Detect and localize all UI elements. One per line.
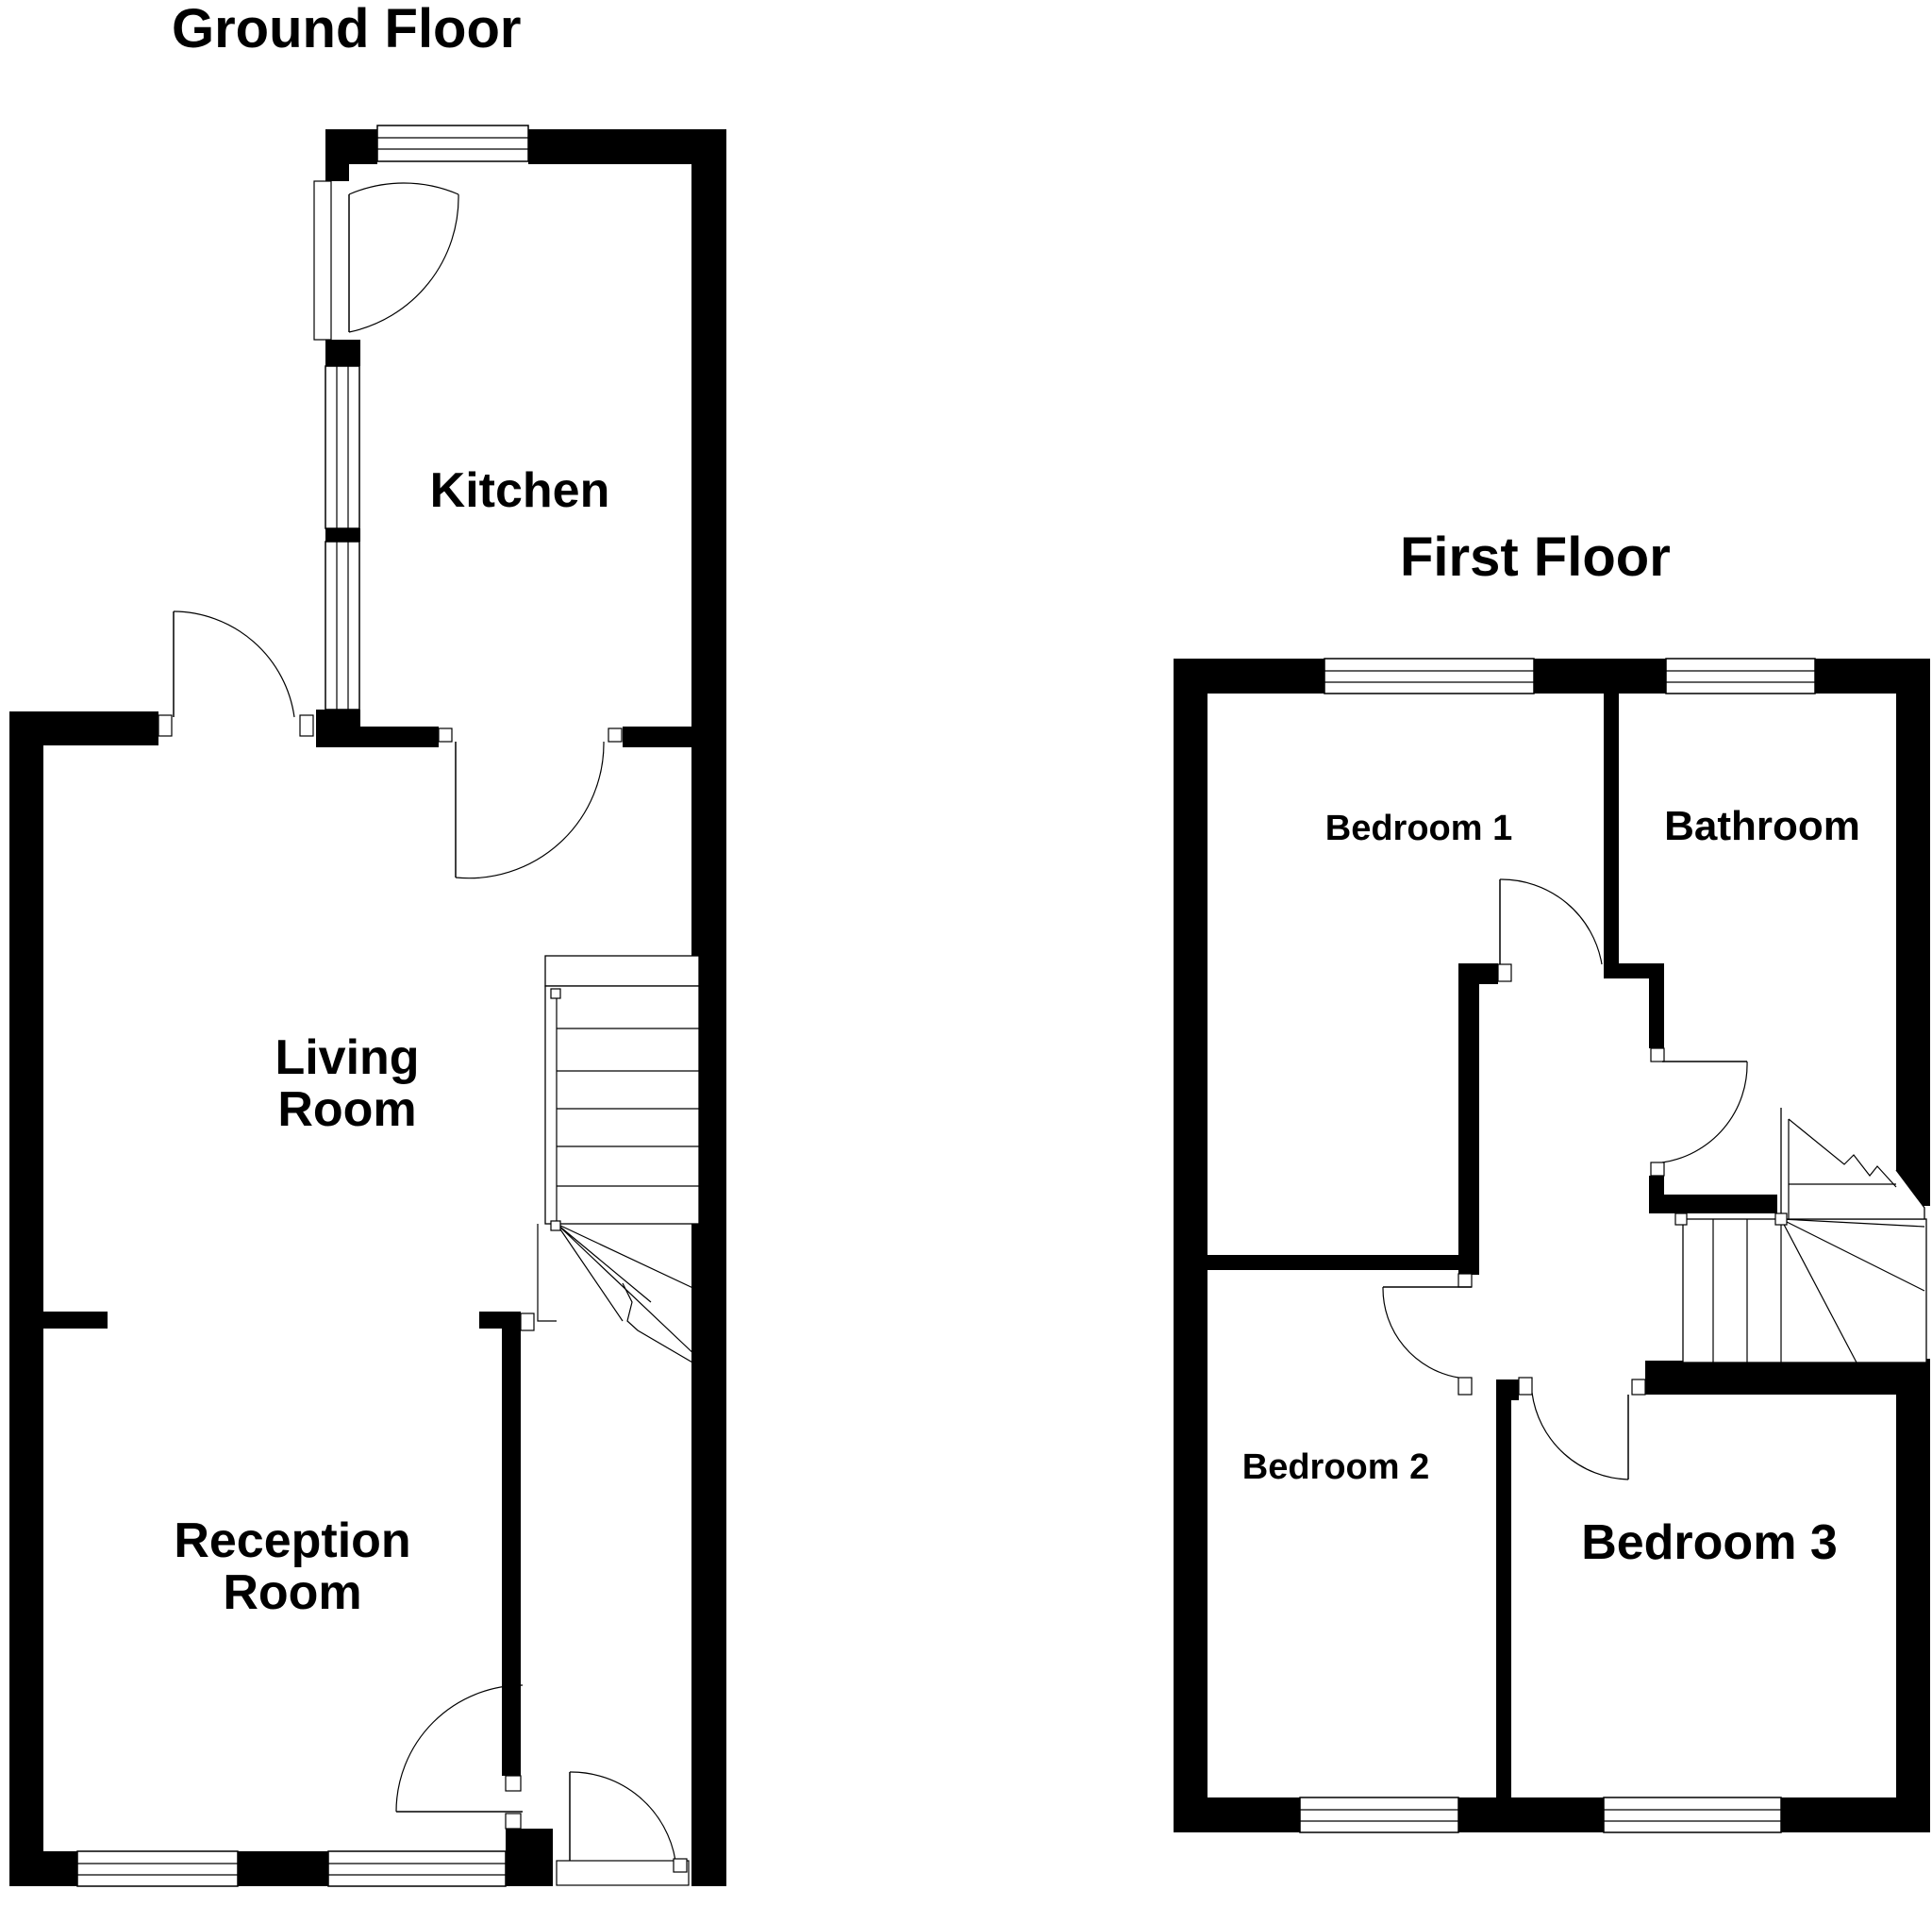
bedroom3-door — [1518, 1377, 1646, 1480]
hall-wall-jamb-top — [520, 1312, 535, 1331]
reception-front-window-1 — [76, 1850, 239, 1887]
ground-staircase — [537, 955, 700, 1367]
hall-wall-jamb-bottom — [505, 1775, 522, 1792]
bedroom1-window — [1324, 658, 1535, 694]
bathroom-label: Bathroom — [1664, 803, 1860, 849]
bed1-corner — [1458, 963, 1498, 984]
bedroom2-label: Bedroom 2 — [1242, 1447, 1429, 1487]
first-bottom-wall-1 — [1174, 1797, 1300, 1832]
kitchen-right-wall — [691, 129, 726, 747]
ground-bottom-wall-4 — [506, 1851, 553, 1886]
kitchen-left-pillar-mid2 — [325, 528, 360, 542]
ground-right-wall — [691, 747, 726, 1886]
first-staircase — [1674, 1108, 1927, 1363]
kitchen-living-wall-left — [316, 727, 439, 747]
bed2-bed3-divider — [1496, 1379, 1511, 1797]
reception-front-window-2 — [327, 1850, 507, 1887]
bath-lower-wall-v — [1649, 963, 1664, 1048]
bathroom-window — [1665, 658, 1816, 694]
ground-left-wall — [9, 711, 43, 1886]
bedroom1-door — [1497, 878, 1603, 982]
kitchen-left-pillar-top — [325, 129, 349, 181]
first-floor-title: First Floor — [1400, 527, 1671, 588]
reception-door — [395, 1684, 524, 1830]
first-top-wall-2 — [1534, 659, 1666, 694]
bedroom2-door — [1382, 1286, 1473, 1396]
bed3-top-wall — [1645, 1361, 1930, 1395]
ground-bottom-wall-1 — [9, 1851, 77, 1886]
bedroom3-label: Bedroom 3 — [1581, 1515, 1838, 1570]
ground-floor: Ground Floor — [9, 0, 726, 1887]
ground-floor-title: Ground Floor — [172, 0, 522, 59]
first-floor: First Floor — [1174, 527, 1930, 1833]
kitchen-window — [376, 125, 529, 162]
bed1-bottom-jamb — [1457, 1273, 1473, 1288]
bed1-bottom-wall — [1208, 1255, 1479, 1270]
first-left-wall — [1174, 659, 1208, 1832]
bathroom-door — [1650, 1047, 1748, 1177]
living-room-label-line1: Living — [275, 1030, 419, 1085]
kitchen-side-window-2 — [325, 541, 360, 711]
bath-bottom-wall-h — [1649, 1195, 1777, 1213]
reception-room-label-line1: Reception — [174, 1513, 410, 1568]
bed2-bed3-divider-top — [1496, 1379, 1519, 1400]
bed1-right-wall — [1458, 963, 1479, 1275]
kitchen-left-pillar-mid — [325, 340, 360, 366]
living-room-label-line2: Room — [277, 1082, 416, 1137]
reception-room-label-line2: Room — [223, 1565, 361, 1620]
kitchen-back-door — [313, 180, 459, 341]
kitchen-label: Kitchen — [430, 463, 610, 518]
hall-wall — [502, 1312, 521, 1776]
kitchen-side-window-1 — [325, 365, 360, 529]
bedroom1-label: Bedroom 1 — [1325, 809, 1512, 848]
kitchen-living-wall-right — [623, 727, 726, 747]
kitchen-internal-door — [438, 727, 623, 879]
bed1-bath-divider — [1604, 694, 1619, 978]
first-bottom-wall-3 — [1781, 1797, 1930, 1832]
front-entrance-door — [556, 1771, 690, 1886]
first-right-wall-lower — [1896, 1359, 1930, 1832]
living-side-door — [158, 610, 314, 737]
living-reception-divider-left — [43, 1312, 108, 1329]
ground-bottom-wall-2 — [238, 1851, 328, 1886]
bedroom3-window — [1603, 1797, 1782, 1833]
first-bottom-wall-2 — [1458, 1797, 1604, 1832]
first-right-wall-upper — [1896, 659, 1930, 1206]
bedroom2-window — [1299, 1797, 1459, 1833]
